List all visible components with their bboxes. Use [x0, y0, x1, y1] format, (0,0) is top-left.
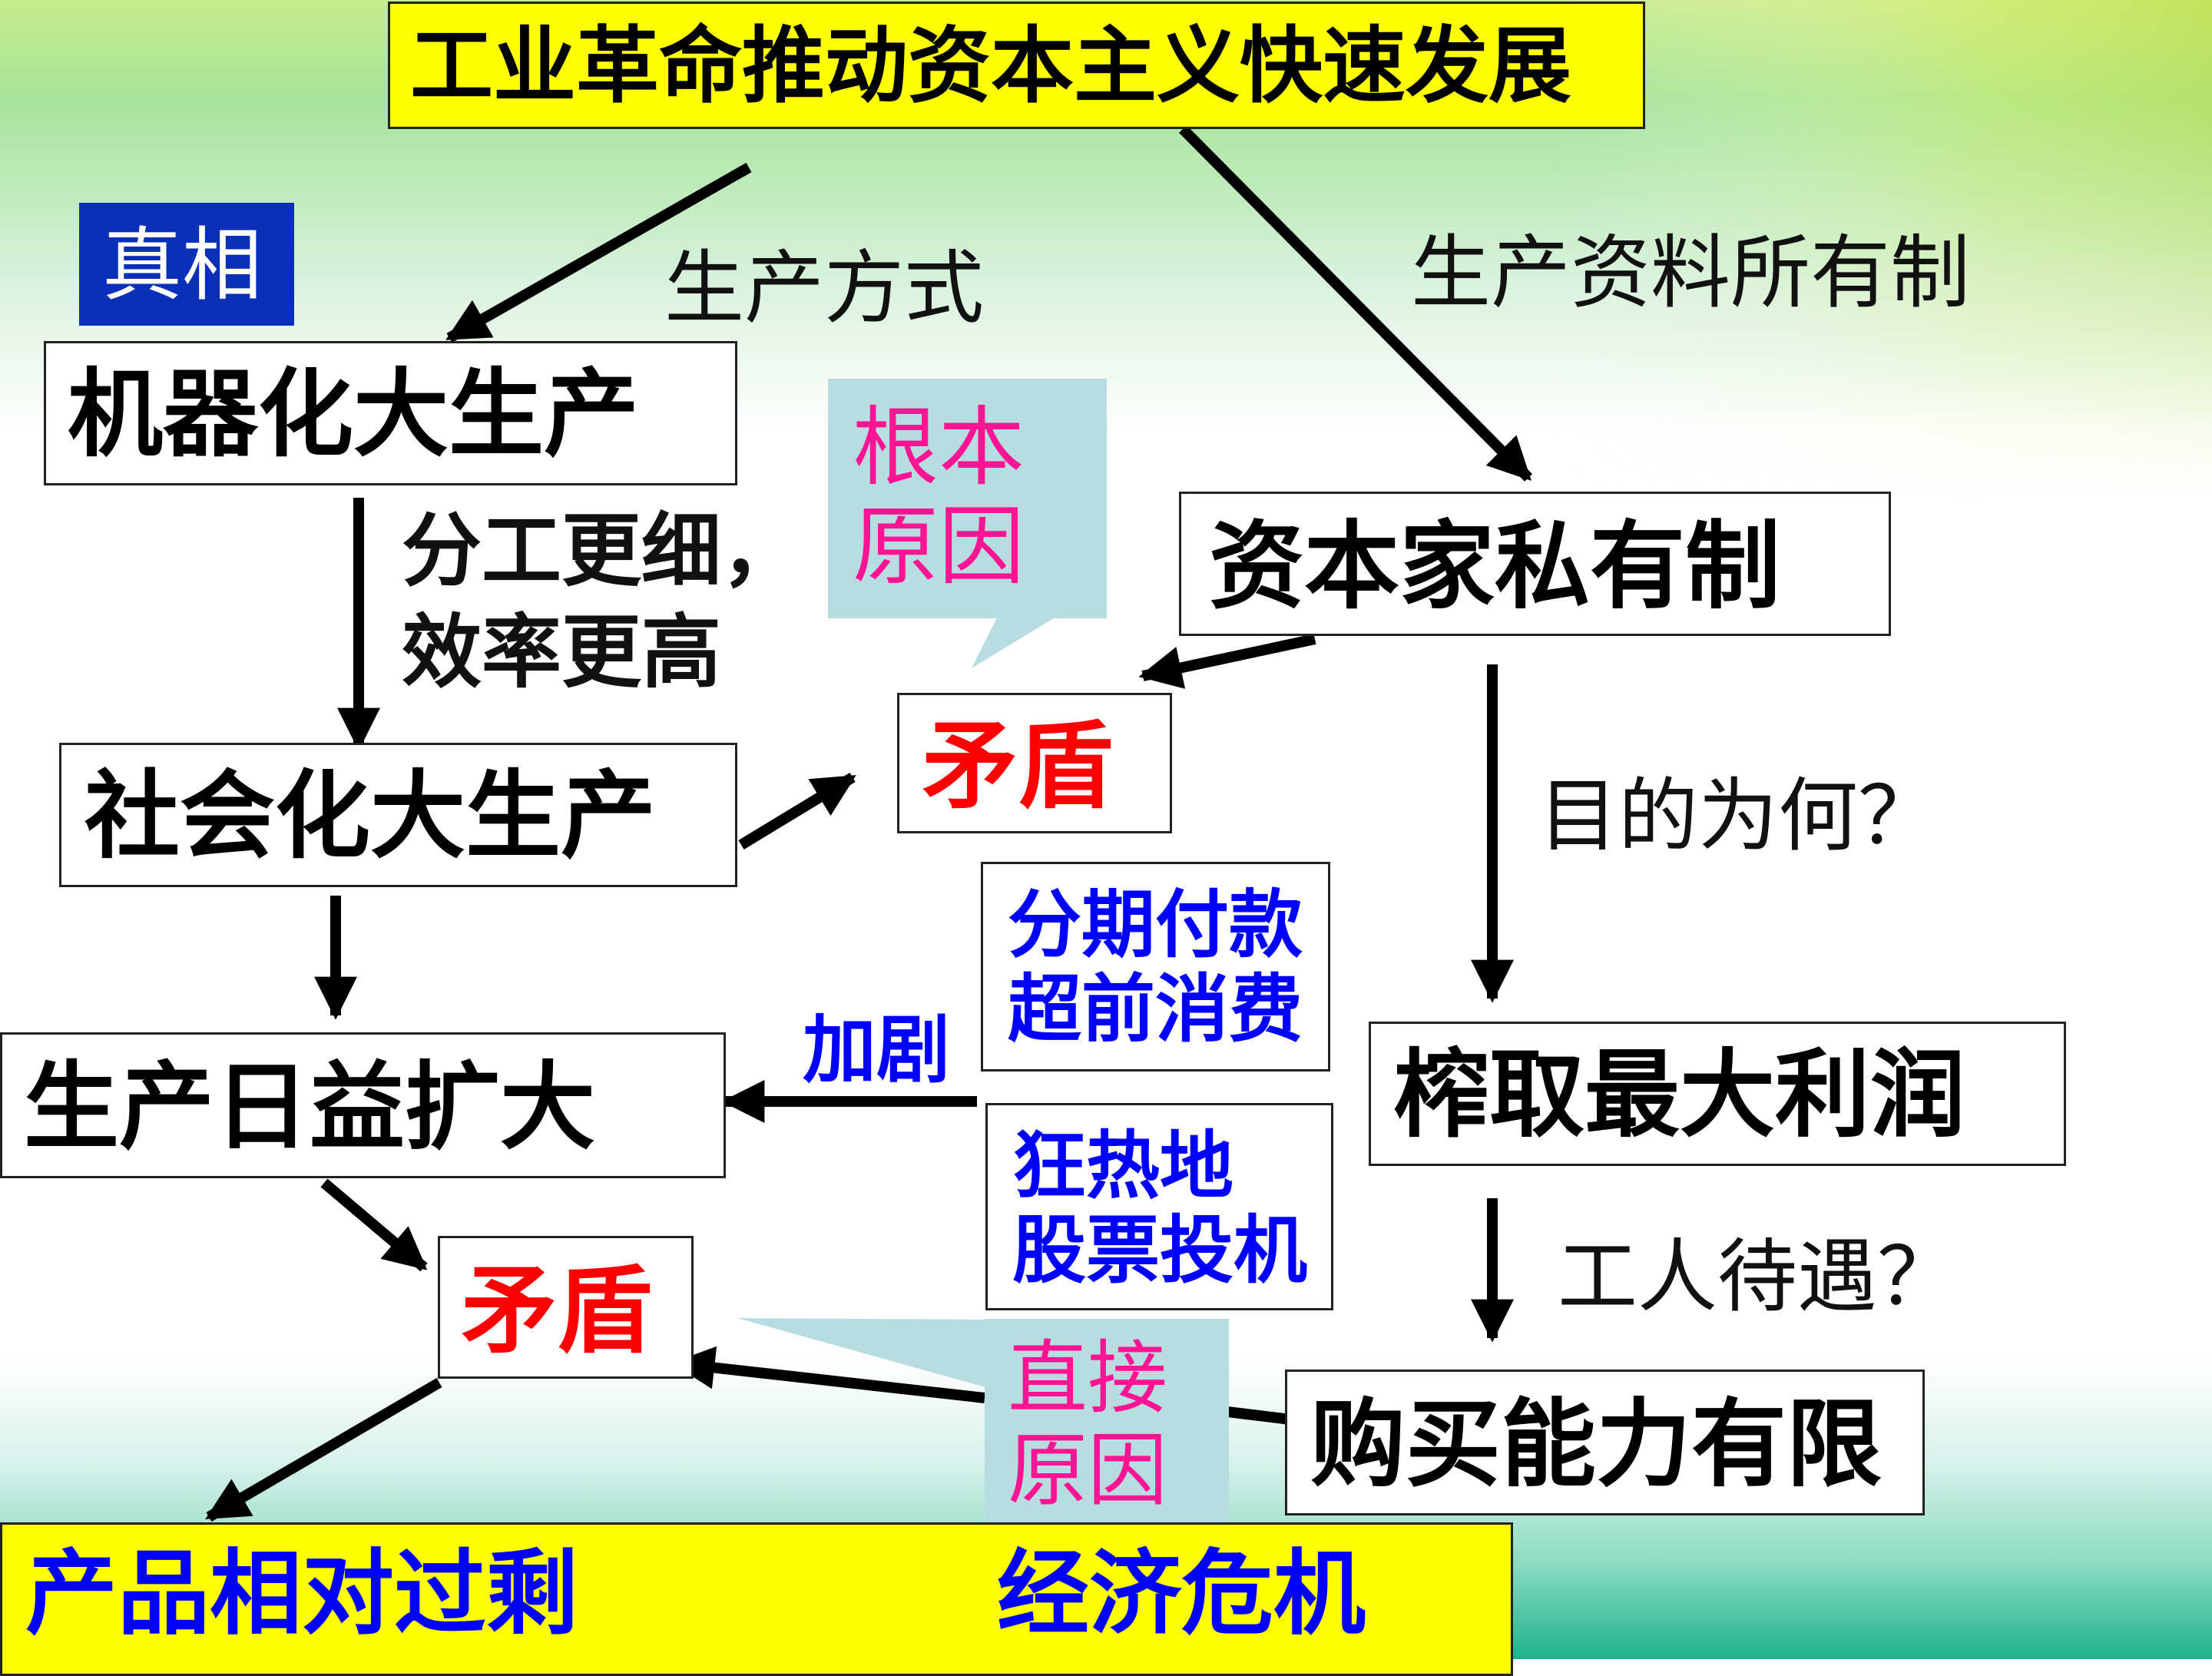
label-production-mode: 生产方式 — [664, 241, 985, 335]
speculation-line2: 股票投机 — [1012, 1207, 1307, 1294]
economic-crisis-text: 经济危机 — [997, 1541, 1366, 1648]
installment-line1: 分期付款 — [1008, 882, 1303, 968]
label-ownership: 生产资料所有制 — [1411, 226, 1971, 320]
arrow-title-to-machine — [445, 162, 752, 343]
callout-root-cause: 根本 原因 — [828, 379, 1107, 618]
box-expanding-production: 生产日益扩大 — [0, 1032, 726, 1178]
callout-direct-cause: 直接 原因 — [985, 1319, 1229, 1542]
direct-cause-callout-tail — [737, 1318, 991, 1389]
speculation-line1: 狂热地 — [1012, 1123, 1233, 1209]
callout-direct-cause-line1: 直接 — [1008, 1331, 1168, 1425]
box-stock-speculation: 狂热地 股票投机 — [985, 1103, 1333, 1310]
callout-root-cause-line1: 根本 — [853, 398, 1025, 498]
label-division-line1: 分工更细， — [402, 504, 802, 598]
truth-badge: 真相 — [79, 203, 294, 326]
box-social-production: 社会化大生产 — [59, 743, 737, 887]
callout-root-cause-line2: 原因 — [853, 496, 1025, 597]
label-workers: 工人待遇？ — [1558, 1230, 1958, 1323]
arrow-direct-cause-to-contradiction — [671, 1346, 985, 1403]
box-machine-production: 机器化大生产 — [44, 341, 737, 485]
overproduction-text: 产品相对过剩 — [25, 1541, 578, 1648]
label-division-line2: 效率更高 — [402, 605, 722, 699]
installment-line2: 超前消费 — [1008, 966, 1303, 1053]
label-intensify: 加剧 — [803, 1007, 950, 1093]
arrow-social-to-contradiction — [738, 773, 856, 850]
box-capitalist-ownership: 资本家私有制 — [1179, 492, 1891, 636]
label-purpose: 目的为何？ — [1538, 769, 1939, 863]
arrow-title-to-ownership — [1179, 125, 1532, 482]
arrow-expanding-to-contradiction — [320, 1178, 428, 1272]
root-cause-callout-tail — [972, 614, 1060, 668]
arrow-ownership-to-contradiction — [1138, 634, 1316, 689]
box-installment-consumption: 分期付款 超前消费 — [981, 862, 1330, 1072]
purchasing-to-direct-cause-line — [1227, 1406, 1291, 1425]
box-contradiction-bottom: 矛盾 — [438, 1236, 694, 1379]
bottom-conclusion-bar: 产品相对过剩 经济危机 — [0, 1522, 1513, 1676]
arrow-contradiction-to-bottom — [205, 1377, 442, 1522]
callout-direct-cause-line2: 原因 — [1008, 1423, 1168, 1517]
box-contradiction-top: 矛盾 — [897, 693, 1172, 833]
page-title: 工业革命推动资本主义快速发展 — [388, 2, 1645, 129]
box-limited-purchasing: 购买能力有限 — [1285, 1370, 1925, 1515]
box-max-profit: 榨取最大利润 — [1369, 1022, 2066, 1166]
